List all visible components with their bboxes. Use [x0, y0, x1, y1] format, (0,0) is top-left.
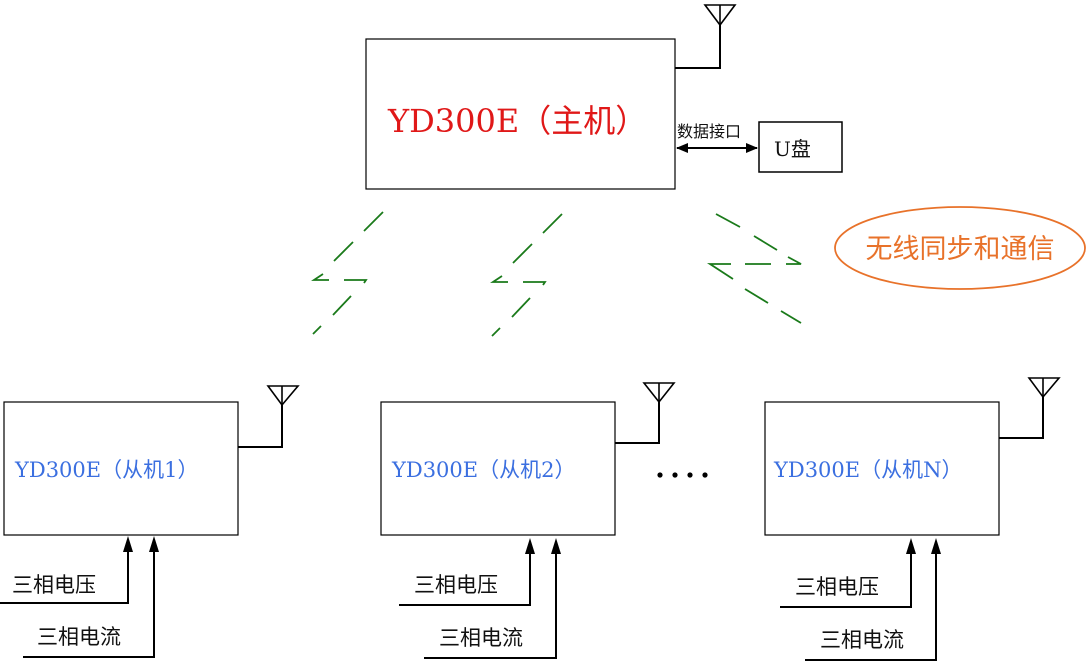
slave-label: YD300E（从机1）	[14, 458, 198, 482]
slave-unit-2: YD300E（从机2） 三相电压 三相电流	[380, 382, 676, 659]
voltage-input-label: 三相电压	[12, 573, 96, 597]
voltage-input-label: 三相电压	[414, 573, 498, 597]
slave-unit-n: YD300E（从机N） 三相电压 三相电流	[764, 377, 1061, 661]
antenna-icon	[675, 4, 737, 69]
master-box	[365, 38, 676, 190]
current-input-line	[424, 547, 557, 659]
current-input-label: 三相电流	[439, 626, 523, 650]
slave-unit-1: YD300E（从机1） 三相电压 三相电流	[0, 385, 300, 658]
slave-label: YD300E（从机N）	[773, 458, 963, 482]
usb-disk: U盘	[758, 121, 843, 173]
voltage-input-line	[0, 545, 129, 604]
usb-disk-box	[758, 121, 843, 173]
antenna-icon	[999, 377, 1061, 439]
wireless-ellipse	[834, 206, 1086, 290]
current-input-line	[23, 545, 155, 658]
current-input-label: 三相电流	[37, 625, 121, 649]
current-input-label: 三相电流	[820, 628, 904, 652]
slave-box	[3, 401, 239, 536]
antenna-icon	[238, 385, 300, 448]
wireless-signal-icon-1	[311, 211, 384, 335]
data-interface: 数据接口	[676, 122, 758, 153]
more-units-ellipsis	[657, 472, 708, 478]
wireless-signal-icon-2	[490, 213, 563, 337]
slave-box	[380, 401, 616, 536]
voltage-input-line	[399, 547, 531, 606]
current-input-line	[805, 547, 937, 661]
wireless-signal-icon-3	[706, 213, 802, 324]
slave-box	[764, 401, 1000, 536]
master-label: YD300E（主机）	[387, 102, 647, 140]
master-unit: YD300E（主机）	[365, 4, 737, 190]
wireless-label: 无线同步和通信	[866, 234, 1055, 265]
voltage-input-line	[780, 547, 912, 608]
data-interface-label: 数据接口	[677, 122, 741, 141]
slave-label: YD300E（从机2）	[391, 458, 575, 482]
usb-disk-label: U盘	[774, 137, 811, 161]
voltage-input-label: 三相电压	[795, 575, 879, 599]
wireless-callout: 无线同步和通信	[834, 206, 1086, 290]
antenna-icon	[615, 382, 676, 444]
